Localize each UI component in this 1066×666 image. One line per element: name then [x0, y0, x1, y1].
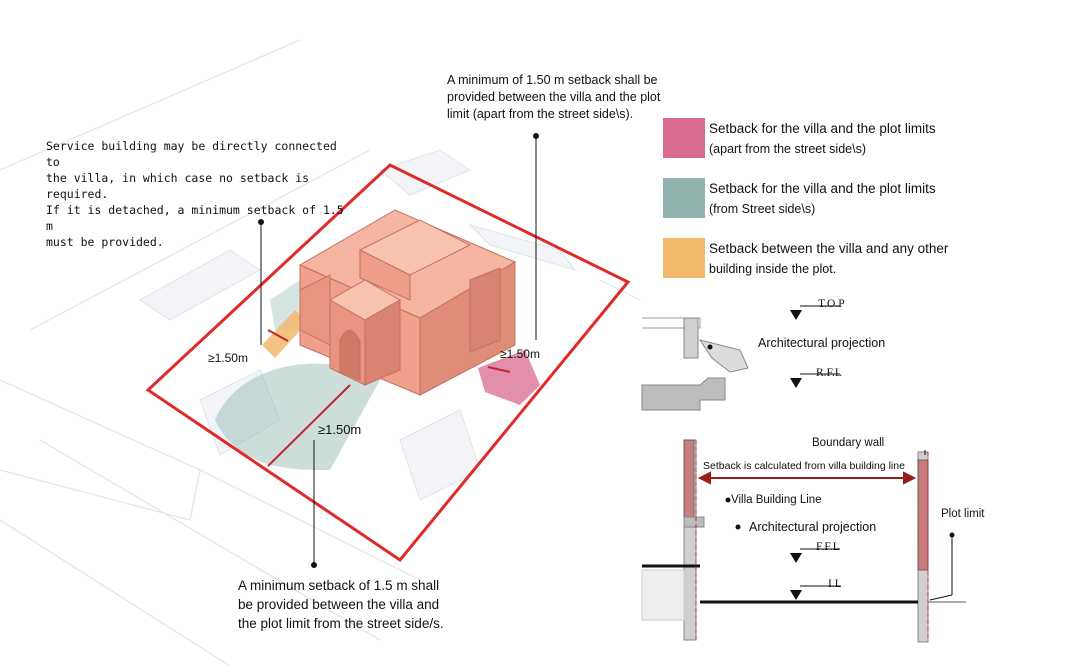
- left-note-line3: If it is detached, a minimum setback of …: [46, 203, 344, 233]
- legend-swatch-teal: [663, 178, 705, 218]
- setback-arrow: [697, 471, 917, 485]
- top-note: A minimum of 1.50 m setback shall be pro…: [447, 72, 667, 123]
- legend-item-orange: Setback between the villa and any other …: [663, 238, 1003, 282]
- bottom-note-line1: A minimum setback of 1.5 m shall: [238, 578, 440, 593]
- dimension-left: ≥1.50m: [208, 351, 248, 365]
- legend-swatch-pink: [663, 118, 705, 158]
- label-arch-projection-1: Architectural projection: [758, 336, 886, 350]
- legend-text-pink: Setback for the villa and the plot limit…: [709, 118, 936, 160]
- plot-limit-outline: [145, 163, 631, 563]
- section-markers: [707, 310, 955, 600]
- street-setback-zone: [215, 363, 380, 470]
- legend-text-orange: Setback between the villa and any other …: [709, 238, 948, 280]
- label-boundary-wall: Boundary wall: [812, 437, 885, 449]
- legend-pink-line1: Setback for the villa and the plot limit…: [709, 121, 936, 136]
- legend-swatch-orange: [663, 238, 705, 278]
- top-note-line3: limit (apart from the street side\s).: [447, 107, 634, 121]
- section-lines: [641, 317, 966, 643]
- top-note-line2: provided between the villa and the plot: [447, 90, 661, 104]
- villa-massing: [298, 209, 517, 396]
- bottom-note-line3: the plot limit from the street side/s.: [238, 616, 444, 631]
- legend-teal-line2: (from Street side\s): [709, 202, 816, 216]
- neighbour-blocks: [139, 149, 577, 501]
- label-ffl: F.F.L: [816, 541, 840, 553]
- left-note-line4: must be provided.: [46, 235, 164, 249]
- label-il: I.L: [828, 578, 842, 590]
- legend-item-teal: Setback for the villa and the plot limit…: [663, 178, 1003, 222]
- dimension-right: ≥1.50m: [500, 347, 540, 361]
- legend-teal-line1: Setback for the villa and the plot limit…: [709, 181, 936, 196]
- label-rfl: R.F.L: [816, 367, 842, 379]
- leader-lines: [258, 133, 539, 568]
- pink-setback-zone: [478, 350, 540, 405]
- legend-text-teal: Setback for the villa and the plot limit…: [709, 178, 936, 220]
- bottom-note-line2: be provided between the villa and: [238, 597, 440, 612]
- legend-orange-line1: Setback between the villa and any other: [709, 241, 949, 256]
- ground-lines: [0, 39, 641, 666]
- dimension-front: ≥1.50m: [318, 422, 362, 437]
- section-leaders: [800, 305, 953, 601]
- label-arch-projection-2: Architectural projection: [749, 520, 877, 534]
- left-note-line1: Service building may be directly connect…: [46, 139, 337, 169]
- service-setback-zone: [262, 310, 308, 358]
- legend-orange-line2: building inside the plot.: [709, 262, 837, 276]
- label-top: T.O.P: [818, 298, 845, 310]
- legend-item-pink: Setback for the villa and the plot limit…: [663, 118, 1003, 162]
- label-setback-calc: Setback is calculated from villa buildin…: [703, 460, 905, 472]
- left-note-line2: the villa, in which case no setback is r…: [46, 171, 310, 201]
- top-note-line1: A minimum of 1.50 m setback shall be: [447, 73, 658, 87]
- legend-pink-line2: (apart from the street side\s): [709, 142, 867, 156]
- label-plot-limit: Plot limit: [941, 508, 985, 520]
- bottom-note: A minimum setback of 1.5 m shall be prov…: [238, 576, 498, 633]
- label-villa-line: Villa Building Line: [731, 494, 822, 506]
- left-note: Service building may be directly connect…: [46, 138, 346, 250]
- dimension-arrows: [267, 329, 511, 467]
